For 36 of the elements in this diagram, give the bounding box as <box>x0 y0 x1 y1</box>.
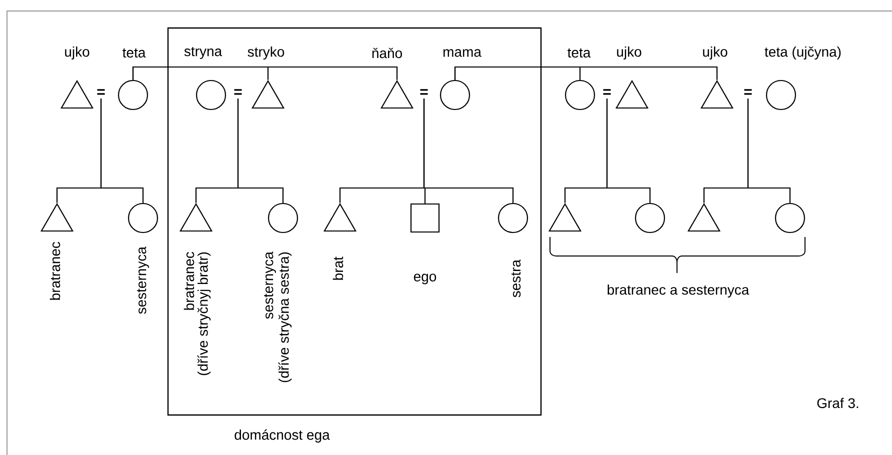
equals-sign: = <box>420 89 428 95</box>
kinship-line <box>100 98 144 203</box>
kin-label: sesternyca <box>264 252 276 319</box>
equals-sign: = <box>603 89 611 95</box>
caption: Graf 3. <box>817 398 858 408</box>
kin-label: (dříve stryčnyj bratr) <box>197 252 211 376</box>
kinship-line <box>606 98 651 203</box>
kin-label: teta <box>568 48 591 58</box>
kin-label: teta <box>122 48 146 58</box>
circle-symbol <box>774 202 806 234</box>
kin-label: bratranec <box>184 252 194 310</box>
box-label: domácnost ega <box>234 429 330 443</box>
equals-sign: = <box>234 89 242 95</box>
kinship-line <box>237 98 284 203</box>
kinship-line <box>454 66 718 80</box>
group-label: bratranec a sesternyca <box>608 284 750 298</box>
kin-label: teta (ujčyna) <box>764 46 841 60</box>
kin-label: ego <box>414 274 436 284</box>
kin-label: bratranec <box>50 242 60 300</box>
kin-label: ňaňo <box>372 48 402 58</box>
kin-label: ujko <box>617 46 642 60</box>
kin-label: brat <box>332 256 344 280</box>
circle-symbol <box>634 202 666 234</box>
kin-label: ujko <box>65 46 90 60</box>
kin-label: sesternyca <box>137 246 149 314</box>
kin-label: ujko <box>703 46 728 60</box>
equals-sign: = <box>97 89 105 95</box>
equals-sign: = <box>744 89 752 95</box>
kin-label: sestra <box>511 260 521 298</box>
kin-label: stryko <box>248 46 284 60</box>
kin-label: (dříve stryčna sestra) <box>278 252 292 382</box>
kinship-line <box>132 66 398 80</box>
kin-label: stryna <box>184 47 222 59</box>
kinship-line <box>747 98 791 203</box>
kin-label: mama <box>443 49 482 57</box>
kinship-line <box>423 98 514 203</box>
